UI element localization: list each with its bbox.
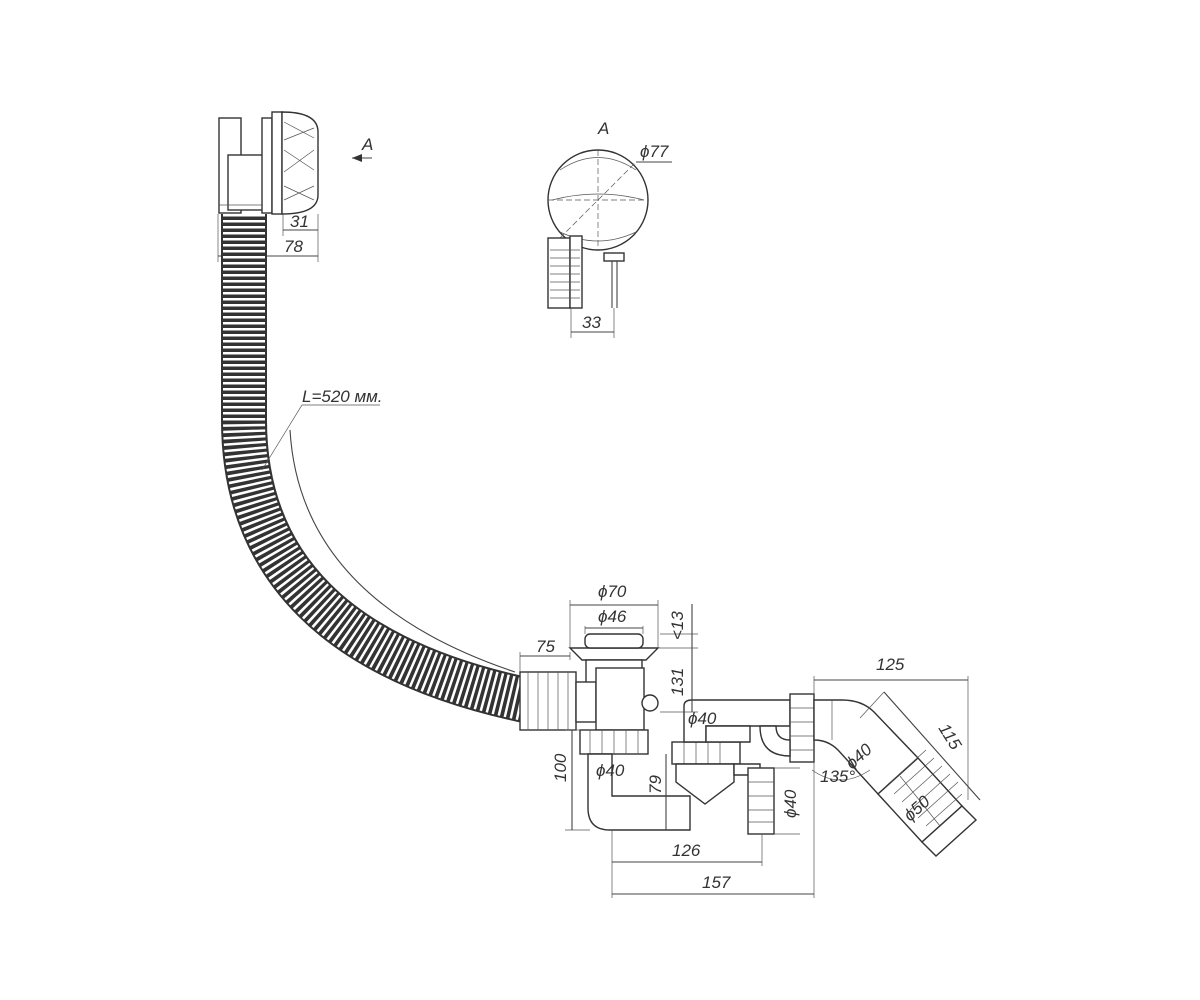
view-marker-label: A: [361, 135, 373, 154]
dim-79-label: 79: [646, 775, 665, 794]
dim-d70-label: ϕ70: [598, 582, 627, 601]
dim-d40-outlet-label: ϕ40: [781, 789, 800, 818]
dim-78-label: 78: [284, 237, 303, 256]
dim-33-lines: [570, 308, 615, 338]
dim-d46-label: ϕ46: [598, 607, 627, 626]
hose-cable: [289, 429, 516, 673]
dim-33-label: 33: [582, 313, 601, 332]
dim-131-label: 131: [668, 668, 687, 696]
dim-157-label: 157: [702, 873, 731, 892]
dim-77-label: ϕ77: [640, 142, 669, 161]
dim-75-label: 75: [536, 637, 555, 656]
view-a-overflow-cover: [547, 149, 672, 309]
overflow-head: [218, 111, 319, 215]
dim-d40-trap-label: ϕ40: [688, 709, 717, 728]
hose-length-leader: [261, 404, 380, 471]
dim-125-label: 125: [876, 655, 905, 674]
hose-length-label: L=520 мм.: [302, 387, 383, 406]
corrugated-hose: [221, 214, 530, 723]
drain-assembly: [519, 633, 978, 857]
view-arrow: [352, 154, 372, 162]
dim-13-label: <13: [668, 611, 687, 640]
dim-31-label: 31: [290, 212, 309, 231]
view-a-title: A: [597, 119, 609, 138]
drain-dim-lines: [519, 600, 981, 898]
dim-126-label: 126: [672, 841, 701, 860]
angle-135-label: 135°: [820, 767, 855, 786]
dim-d40-inlet-label: ϕ40: [596, 761, 625, 780]
dim-115-label: 115: [935, 720, 966, 754]
corrugated-hose-rings: [223, 214, 530, 721]
dim-100-label: 100: [551, 753, 570, 782]
